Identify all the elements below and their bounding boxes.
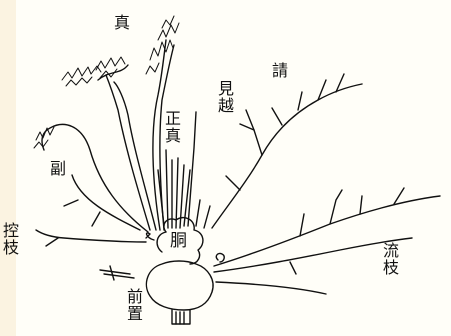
mikoshi-branch bbox=[196, 200, 210, 228]
label-sho-shin: 正真 bbox=[162, 110, 180, 144]
label-shin: 真 bbox=[114, 14, 131, 32]
label-hikae: 控枝 bbox=[0, 222, 18, 256]
label-mikoshi: 見越 bbox=[215, 80, 233, 114]
soe-branch bbox=[42, 124, 148, 232]
uke-branch bbox=[212, 74, 362, 228]
grass-plumes bbox=[34, 16, 179, 148]
label-nagashi: 流枝 bbox=[380, 242, 398, 276]
hikae-branch bbox=[36, 230, 146, 280]
label-mae-oki: 前置 bbox=[124, 288, 142, 322]
label-do: 胴 bbox=[170, 232, 188, 250]
label-uke: 請 bbox=[272, 62, 289, 80]
label-soe: 副 bbox=[50, 160, 67, 178]
nagashi-branch bbox=[214, 188, 440, 294]
vase bbox=[146, 261, 213, 324]
